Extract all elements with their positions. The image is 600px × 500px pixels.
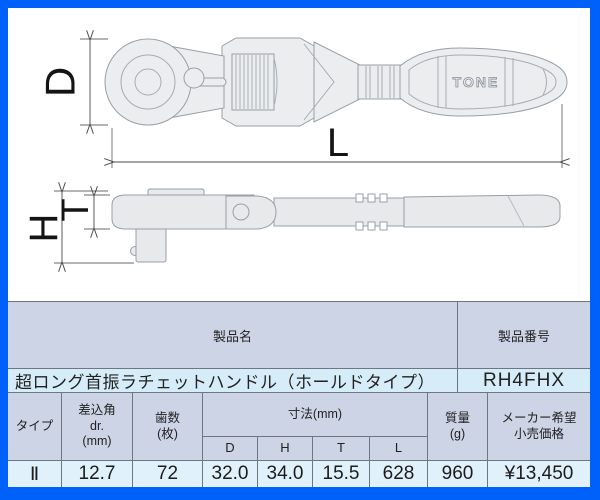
dimension-h	[54, 191, 134, 263]
spec-value-t: 15.5	[313, 461, 370, 487]
spec-value-drive: 12.7	[62, 461, 133, 487]
product-code-value: RH4FHX	[458, 369, 590, 393]
spec-header-mass: 質量 (g)	[428, 393, 488, 461]
dimension-label-h: H	[22, 214, 66, 243]
spec-value-d: 32.0	[203, 461, 258, 487]
spec-header-dim-d: D	[203, 437, 258, 461]
spec-header-price: メーカー希望 小売価格	[488, 393, 590, 461]
spec-value-h: 34.0	[258, 461, 313, 487]
brand-logo-text: TONE	[453, 74, 500, 90]
spec-header-dim-h: H	[258, 437, 313, 461]
dimension-d	[80, 39, 108, 125]
top-view-drawing: TONE	[104, 37, 568, 127]
product-sheet: TONE D L	[8, 8, 590, 487]
spec-value-teeth: 72	[133, 461, 203, 487]
spec-header-drive: 差込角 dr. (mm)	[62, 393, 133, 461]
dimension-l	[112, 104, 562, 168]
spec-header-dimensions: 寸法(mm)	[203, 393, 428, 437]
spec-detail-section: タイプ 差込角 dr. (mm) 歯数 (枚) 寸法(mm) 質量 (g) メー…	[8, 393, 590, 487]
ratchet-drawing-svg: TONE D L	[22, 8, 590, 301]
spec-value-l: 628	[370, 461, 428, 487]
spec-table: 製品名 製品番号 超ロング首振ラチェットハンドル（ホールドタイプ） RH4FHX…	[8, 301, 590, 487]
product-name-value: 超ロング首振ラチェットハンドル（ホールドタイプ）	[8, 369, 458, 393]
spec-header-dim-t: T	[313, 437, 370, 461]
spec-value-mass: 960	[428, 461, 488, 487]
spec-value-type: Ⅱ	[8, 461, 62, 487]
dimension-t	[84, 195, 110, 229]
product-name-header: 製品名	[8, 302, 458, 369]
spec-header-type: タイプ	[8, 393, 62, 461]
dimension-label-l: L	[327, 121, 349, 165]
dimension-label-t: T	[55, 198, 97, 221]
dimension-label-d: D	[37, 67, 84, 97]
technical-drawing: TONE D L	[8, 8, 590, 301]
spec-value-price: ¥13,450	[488, 461, 590, 487]
spec-header-teeth: 歯数 (枚)	[133, 393, 203, 461]
spec-header-dim-l: L	[370, 437, 428, 461]
product-header-section: 製品名 製品番号 超ロング首振ラチェットハンドル（ホールドタイプ） RH4FHX	[8, 302, 590, 393]
side-view-drawing	[111, 188, 561, 263]
product-code-header: 製品番号	[458, 302, 590, 369]
